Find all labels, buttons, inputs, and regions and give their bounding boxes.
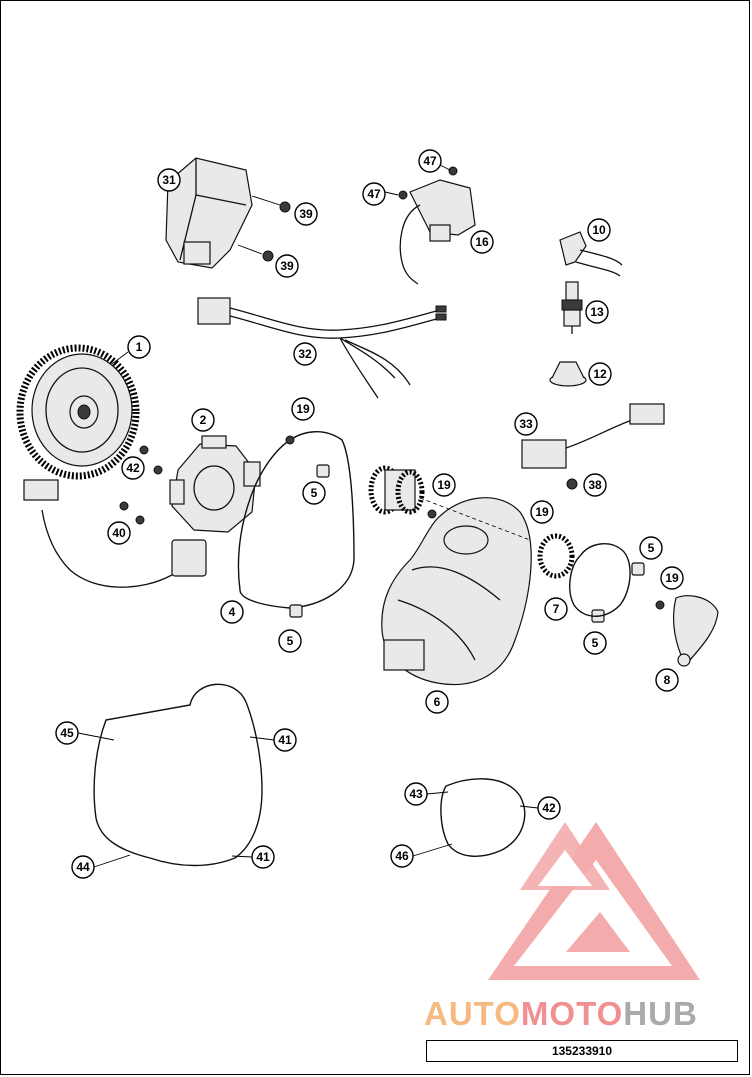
callout-47b: 47 — [362, 182, 386, 206]
svg-text:5: 5 — [648, 541, 655, 555]
svg-text:43: 43 — [409, 787, 423, 801]
svg-text:31: 31 — [162, 173, 176, 187]
idler-gear — [537, 533, 575, 579]
callout-19b: 19 — [432, 473, 456, 497]
callout-labels: 1 2 4 5 5 5 5 6 7 8 10 12 13 16 19 19 19… — [55, 149, 684, 879]
svg-text:38: 38 — [588, 478, 602, 492]
svg-text:1: 1 — [136, 340, 143, 354]
svg-text:8: 8 — [664, 673, 671, 687]
callout-46: 46 — [390, 844, 414, 868]
svg-text:33: 33 — [519, 417, 533, 431]
svg-text:41: 41 — [278, 733, 292, 747]
svg-text:13: 13 — [590, 305, 604, 319]
part-16-ignition-coil — [384, 164, 476, 285]
svg-text:10: 10 — [592, 223, 606, 237]
part-2-stator — [23, 435, 261, 588]
callout-38: 38 — [583, 473, 607, 497]
part-31-control-unit — [165, 157, 253, 269]
svg-text:6: 6 — [434, 695, 441, 709]
callout-1: 1 — [127, 335, 151, 359]
svg-text:47: 47 — [367, 187, 381, 201]
callout-45: 45 — [55, 721, 79, 745]
callout-8: 8 — [655, 668, 679, 692]
callout-19c: 19 — [530, 500, 554, 524]
callout-41a: 41 — [273, 728, 297, 752]
callout-42a: 42 — [121, 456, 145, 480]
callout-13: 13 — [585, 300, 609, 324]
callout-33: 33 — [514, 412, 538, 436]
callout-6: 6 — [425, 690, 449, 714]
svg-text:44: 44 — [76, 860, 90, 874]
callout-44: 44 — [71, 855, 95, 879]
callout-32: 32 — [293, 342, 317, 366]
diagram-id-label: 135233910 — [426, 1040, 738, 1062]
callout-16: 16 — [470, 230, 494, 254]
svg-text:39: 39 — [299, 207, 313, 221]
part-6-ignition-cover — [381, 497, 532, 686]
watermark-logo-text: AUTOMOTOHUB — [424, 995, 698, 1032]
callout-47a: 47 — [418, 149, 442, 173]
watermark-logo-mark — [488, 822, 700, 980]
part-33-voltage-regulator — [521, 403, 665, 490]
svg-text:46: 46 — [395, 849, 409, 863]
part-32-wiring-harness — [197, 297, 447, 399]
callout-7: 7 — [544, 597, 568, 621]
svg-text:7: 7 — [553, 602, 560, 616]
svg-text:2: 2 — [200, 413, 207, 427]
callout-19a: 19 — [291, 397, 315, 421]
assembly-axis-line — [419, 497, 531, 541]
callout-31: 31 — [157, 168, 181, 192]
callout-5c: 5 — [639, 536, 663, 560]
part-42-43-46-small-gasket — [440, 778, 526, 857]
callout-4: 4 — [220, 600, 244, 624]
part-7-small-gasket — [569, 543, 631, 617]
svg-text:19: 19 — [437, 478, 451, 492]
callout-12: 12 — [588, 362, 612, 386]
svg-text:41: 41 — [256, 850, 270, 864]
part-13-spark-plug — [561, 281, 583, 334]
callout-42b: 42 — [537, 796, 561, 820]
callout-5d: 5 — [583, 631, 607, 655]
callout-5a: 5 — [302, 481, 326, 505]
callout-2: 2 — [191, 408, 215, 432]
svg-text:19: 19 — [665, 571, 679, 585]
svg-text:19: 19 — [296, 402, 310, 416]
svg-text:47: 47 — [423, 154, 437, 168]
svg-text:39: 39 — [280, 259, 294, 273]
svg-text:5: 5 — [287, 634, 294, 648]
callout-43: 43 — [404, 782, 428, 806]
svg-text:19: 19 — [535, 505, 549, 519]
svg-text:5: 5 — [311, 486, 318, 500]
svg-text:40: 40 — [112, 526, 126, 540]
part-5-dowel-pins — [289, 464, 645, 623]
part-12-cap — [549, 361, 587, 387]
part-4-cover-gasket — [237, 431, 355, 609]
callout-41b: 41 — [251, 845, 275, 869]
svg-text:32: 32 — [298, 347, 312, 361]
part-1-flywheel — [16, 344, 140, 480]
callout-19d: 19 — [660, 566, 684, 590]
part-41-44-45-large-gasket — [93, 683, 263, 867]
svg-text:45: 45 — [60, 726, 74, 740]
starter-gear-assembly — [285, 435, 665, 610]
svg-text:16: 16 — [475, 235, 489, 249]
part-39-bolts — [237, 195, 291, 262]
part-10-spark-plug-connector — [559, 231, 623, 277]
svg-text:4: 4 — [229, 605, 236, 619]
part-8-pickup-cover — [673, 595, 719, 667]
callout-39a: 39 — [294, 202, 318, 226]
svg-text:42: 42 — [126, 461, 140, 475]
svg-text:5: 5 — [592, 636, 599, 650]
svg-text:42: 42 — [542, 801, 556, 815]
callout-40: 40 — [107, 521, 131, 545]
svg-text:12: 12 — [593, 367, 607, 381]
callout-5b: 5 — [278, 629, 302, 653]
callout-10: 10 — [587, 218, 611, 242]
callout-39b: 39 — [275, 254, 299, 278]
